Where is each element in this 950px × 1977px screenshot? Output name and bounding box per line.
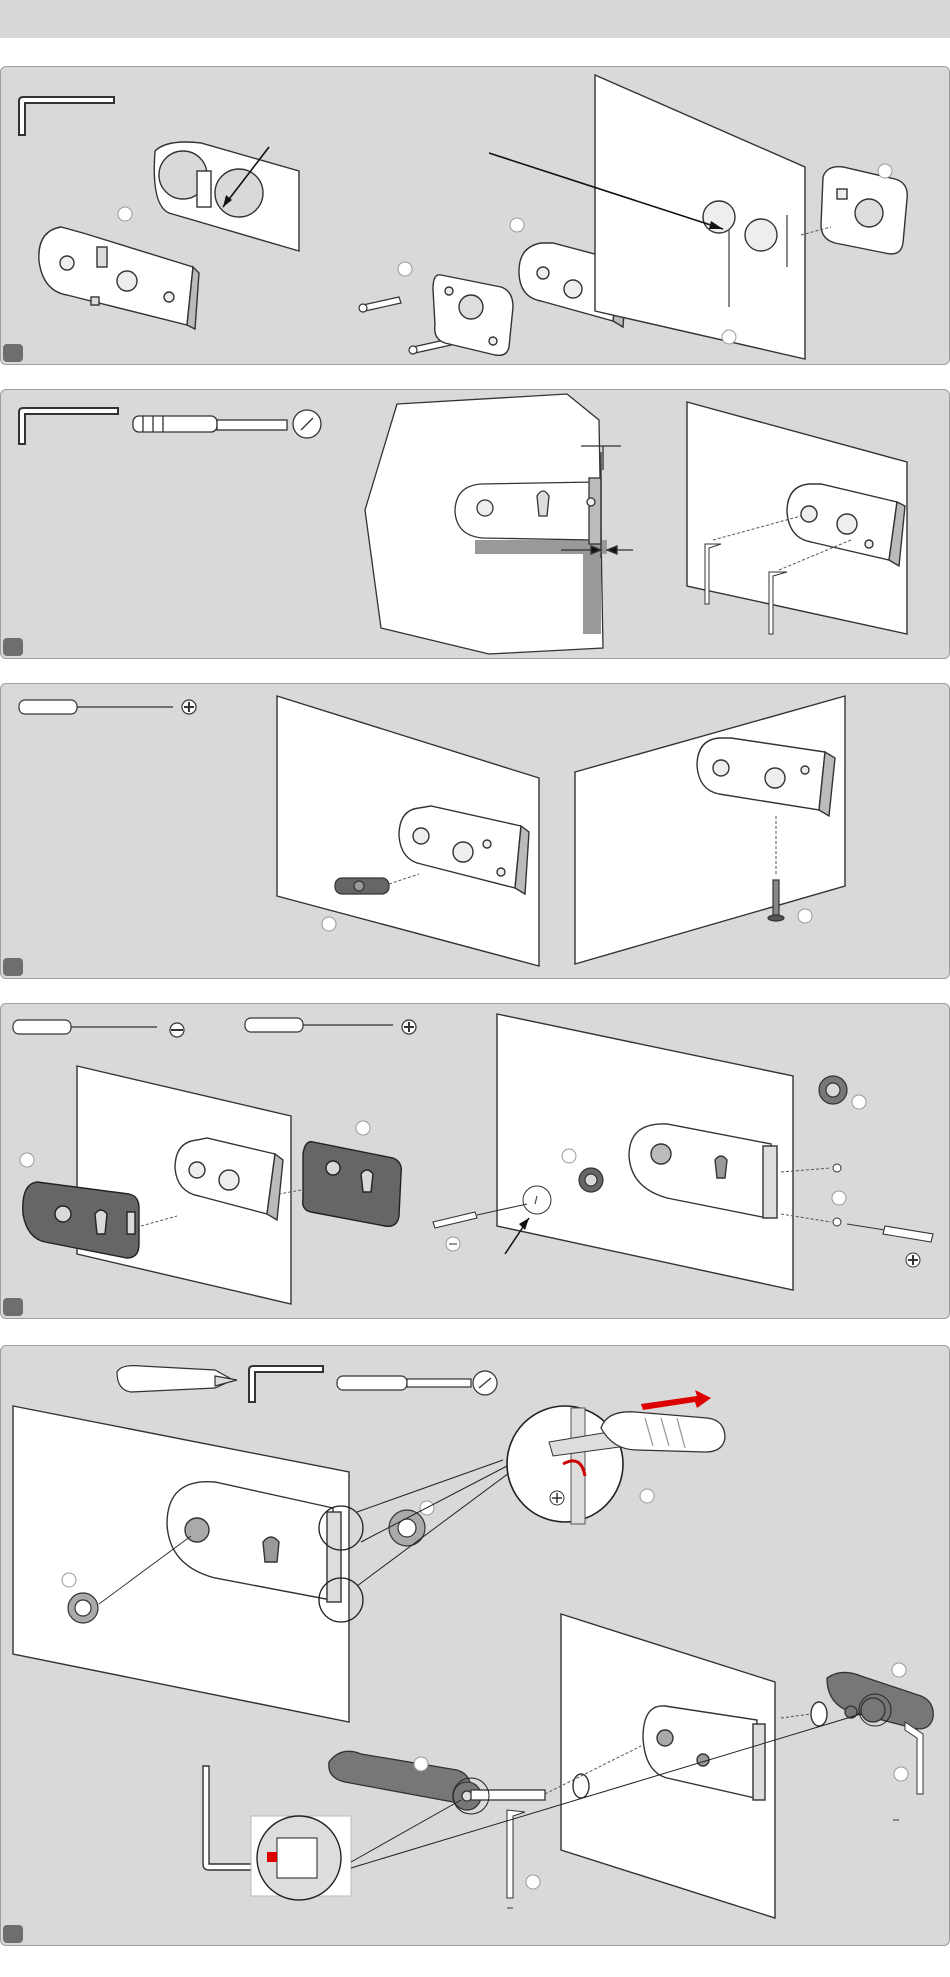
step-2-illustration [1,390,949,658]
door-panel [595,75,805,359]
flat-screwdriver-icon [13,1020,184,1037]
step-5-panel [0,1345,950,1946]
section-detail [251,1816,351,1900]
door-panel [277,696,539,966]
step-number-badge [3,1925,23,1943]
utility-knife-icon [117,1366,237,1392]
step-4-panel [0,1003,950,1319]
step-1-panel [0,66,950,365]
step-2-panel [0,389,950,659]
callout-circle [852,1095,866,1109]
callout-circle [878,164,892,178]
callout-circle [798,909,812,923]
screw-head [833,1218,841,1226]
hex-key-inserted [905,1722,923,1794]
lock-body-left [39,227,199,329]
callout-circle [892,1663,906,1677]
back-plate [821,167,907,254]
callout-circle [832,1191,846,1205]
callout-circle [118,207,132,221]
step-4-illustration [1,1004,949,1318]
cap [523,1186,551,1214]
rosette [579,1168,603,1192]
hex-key-inserted [507,1810,525,1898]
cover-right [303,1142,402,1227]
top-bar [0,0,950,38]
callout-circle [414,1757,428,1771]
hex-key-icon [249,1366,323,1402]
step-1-illustration [1,67,949,364]
step-number-badge [3,344,23,362]
callout-circle [398,262,412,276]
step-3-illustration [1,684,949,978]
door-panel [77,1066,291,1304]
zoom-line [357,1470,513,1586]
callout-circle [894,1767,908,1781]
phillips-screwdriver-icon [245,1018,416,1034]
callout-circle [20,1153,34,1167]
torque-wrench-icon [337,1371,497,1395]
guide-line [781,1714,811,1718]
torque-wrench-icon [133,410,321,438]
callout-circle [322,917,336,931]
callout-circle [722,330,736,344]
zoom-line [351,1800,461,1862]
door-panel [561,1614,775,1918]
rosette [68,1593,98,1623]
callout-circle [562,1149,576,1163]
callout-circle [62,1573,76,1587]
callout-circle [526,1875,540,1889]
phillips-screwdriver-icon [19,700,196,714]
callout-circle [510,218,524,232]
door-panel [575,696,845,964]
cover-left [23,1182,139,1258]
step-number-badge [3,1298,23,1316]
mounting-plate [433,275,513,356]
step-5-illustration [1,1346,949,1945]
callout-circle [640,1489,654,1503]
screw-head [833,1164,841,1172]
callout-circle [356,1121,370,1135]
lever-handle-right [827,1672,933,1728]
lever-handle-left [329,1751,545,1810]
red-direction-arrow [641,1390,711,1410]
hex-key-icon [203,1766,253,1870]
hex-key-icon [19,97,114,135]
zoom-line [361,1466,507,1542]
step-3-panel [0,683,950,979]
step-number-badge [3,638,23,656]
door-panel [497,1014,793,1290]
utility-knife-detail [601,1412,725,1452]
rosette [819,1076,847,1104]
door-panel [13,1406,349,1722]
rosette [389,1510,425,1546]
door-panel [687,402,907,634]
hex-key-icon [19,408,118,444]
step-number-badge [3,958,23,976]
rosette-ring [573,1774,589,1798]
rosette-ring [811,1702,827,1726]
lock-cylinder [335,878,389,894]
door-edge-detail [365,394,633,654]
screwdriver-phillips [847,1224,933,1242]
